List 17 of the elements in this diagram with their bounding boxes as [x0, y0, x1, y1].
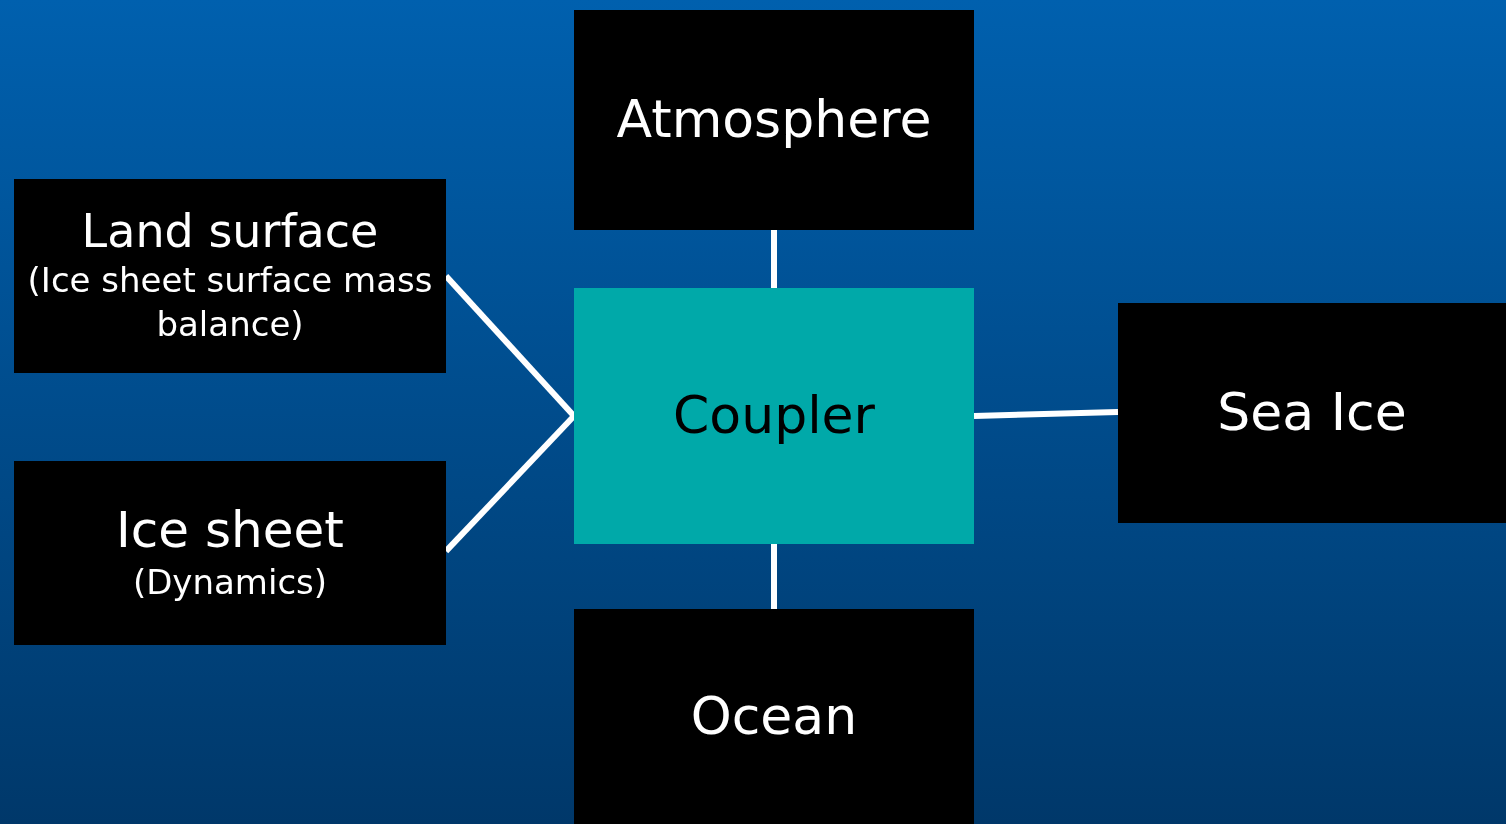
connector-line [973, 408, 1119, 419]
box-title: Sea Ice [1217, 383, 1407, 443]
box-subtitle: (Dynamics) [132, 560, 328, 604]
box-title: Atmosphere [616, 90, 932, 150]
connector-line [771, 544, 777, 609]
box-title: Land surface [81, 205, 379, 259]
component-box [574, 10, 974, 230]
component-box [1118, 303, 1506, 523]
coupler-box [574, 288, 974, 544]
box-subtitle: (Ice sheet surface mass balance) [26, 259, 434, 347]
box-title: Ice sheet [116, 502, 344, 560]
connector-line [771, 230, 777, 288]
component-box [14, 461, 446, 645]
component-box [14, 179, 446, 373]
box-title: Ocean [690, 686, 858, 747]
box-title: Coupler [673, 386, 875, 446]
component-box [574, 609, 974, 824]
